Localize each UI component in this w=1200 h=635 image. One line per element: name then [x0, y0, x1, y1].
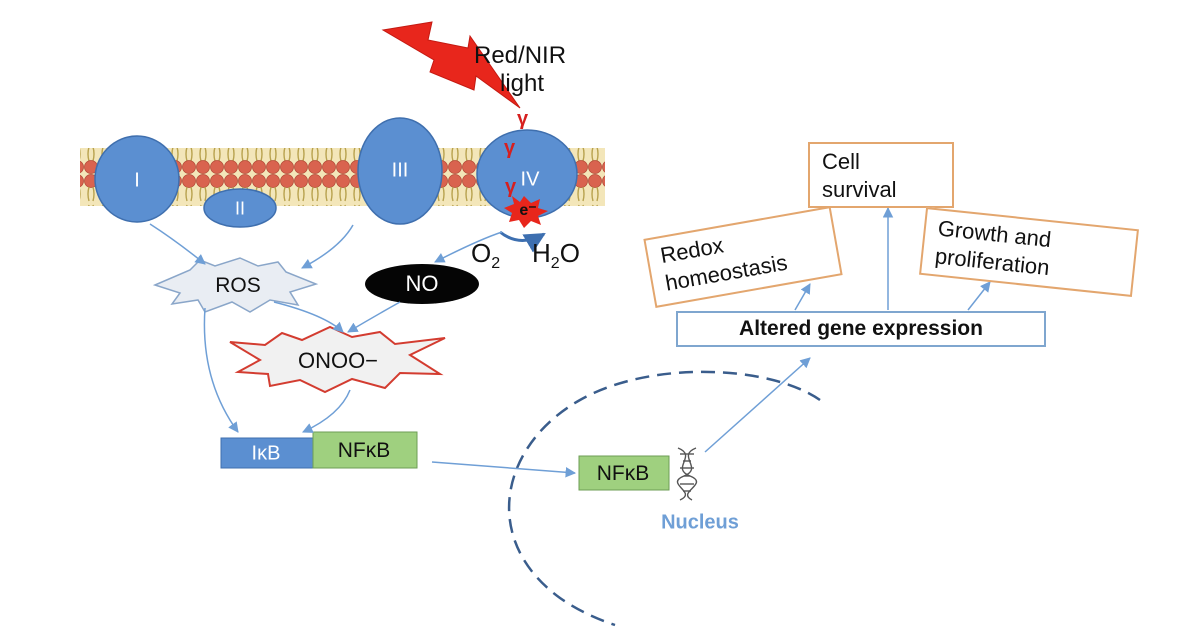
electron-label: e⁻	[519, 202, 537, 219]
complex-i-shape	[94, 135, 180, 223]
ikb-label: IκB	[251, 442, 281, 465]
cell-survival-box: Cell survival	[808, 142, 954, 208]
cell-survival-line2: survival	[822, 177, 897, 202]
light-label-line1: Red/NIR	[474, 42, 567, 69]
water-label: H2O	[532, 238, 580, 273]
complex-ii-label: II	[234, 198, 246, 219]
onoo-burst-shape	[229, 325, 446, 394]
nucleus-nfkb-block	[578, 455, 670, 491]
complex-i-label: I	[134, 169, 140, 192]
oxygen-label: O2	[471, 238, 501, 273]
dna-helix-icon	[676, 447, 698, 501]
pathway-arrows	[149, 206, 991, 478]
ros-burst-shape	[152, 257, 319, 313]
onoo-label: ONOO−	[297, 348, 379, 373]
nfkb-block	[312, 431, 418, 469]
lightning-bolt-icon	[381, 21, 521, 109]
photon-symbol: γ	[517, 108, 529, 130]
no-label: NO	[405, 271, 439, 296]
nfkb-label: NFκB	[337, 439, 391, 462]
nucleus-envelope	[507, 370, 821, 627]
photon-symbol: γ	[505, 176, 517, 198]
nucleus-nfkb-label: NFκB	[596, 462, 650, 485]
light-label-line2: light	[500, 70, 545, 97]
complex-iii-label: III	[391, 159, 409, 182]
no-oval-shape	[365, 264, 479, 304]
altered-gene-expression-box: Altered gene expression	[676, 311, 1046, 347]
complex-ii-shape	[203, 188, 277, 228]
altered-gene-expression-label: Altered gene expression	[739, 317, 983, 340]
electron-burst-shape	[504, 196, 548, 228]
nucleus-label: Nucleus	[661, 511, 739, 534]
ikb-block	[220, 437, 314, 469]
photon-symbol: γ	[504, 137, 516, 159]
ros-label: ROS	[215, 274, 261, 297]
complex-iv-label: IV	[520, 168, 540, 191]
complex-iii-shape	[357, 117, 443, 225]
cell-survival-line1: Cell	[822, 149, 860, 174]
oxygen-reduction-arrow	[499, 230, 546, 253]
